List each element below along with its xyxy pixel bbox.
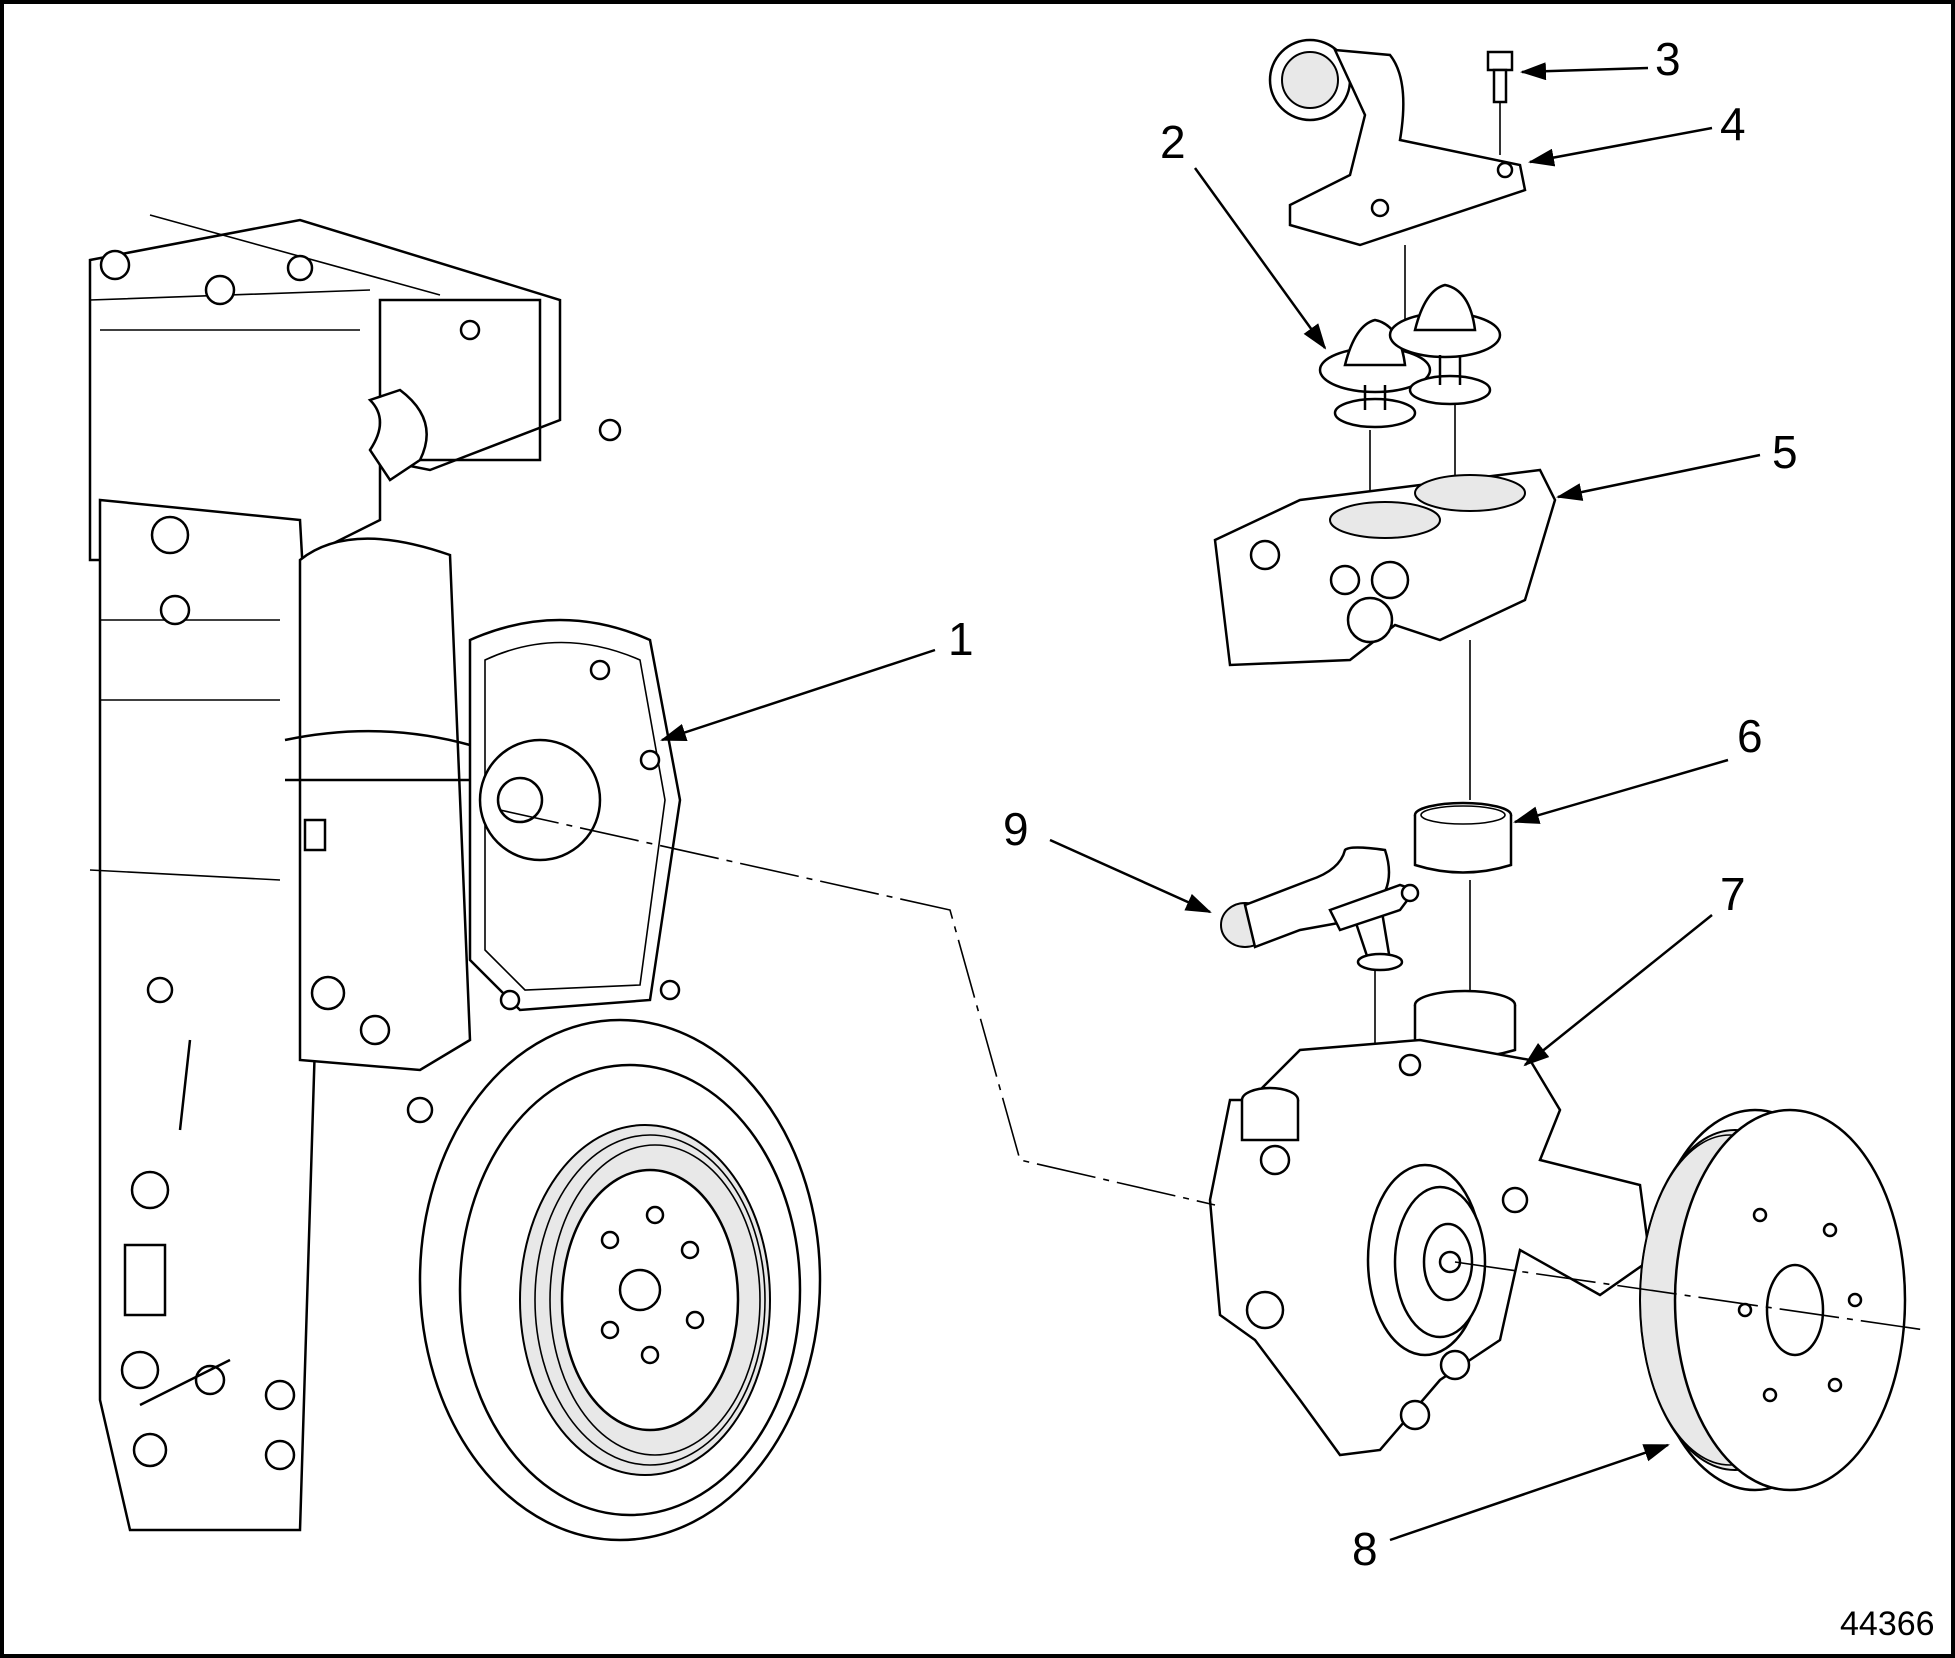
figure-id: 44366 [1840,1605,1935,1643]
pump-axis-centerline [1454,1261,1926,1331]
callout-7: 7 [1523,868,1746,1067]
callout-label-6: 6 [1737,710,1763,762]
engine-block [88,214,682,1532]
thermostat-housing [1213,468,1557,667]
callout-1: 1 [660,613,974,742]
callout-label-2: 2 [1160,116,1186,168]
assembly-centerline [499,809,1216,1206]
water-pump [1208,989,1652,1457]
callout-4: 4 [1528,98,1746,167]
bolt [1486,50,1514,155]
callout-label-3: 3 [1655,33,1681,85]
crankshaft-pulley [418,1018,822,1542]
seal-sleeve [1413,801,1513,874]
callout-8: 8 [1352,1443,1670,1575]
coolant-pipe [1220,846,1420,1110]
callout-label-4: 4 [1720,98,1746,150]
thermostats [1318,245,1502,520]
callout-6: 6 [1513,710,1763,824]
callout-label-5: 5 [1772,426,1798,478]
water-pump-pulley [1639,1108,1907,1492]
callout-2: 2 [1160,116,1327,350]
callout-label-1: 1 [948,613,974,665]
callout-label-8: 8 [1352,1523,1378,1575]
callout-label-9: 9 [1003,803,1029,855]
callout-5: 5 [1556,426,1798,501]
callout-label-7: 7 [1720,868,1746,920]
thermostat-housing-cover [1268,38,1527,247]
callout-9: 9 [1003,803,1212,914]
callout-3: 3 [1520,33,1681,85]
